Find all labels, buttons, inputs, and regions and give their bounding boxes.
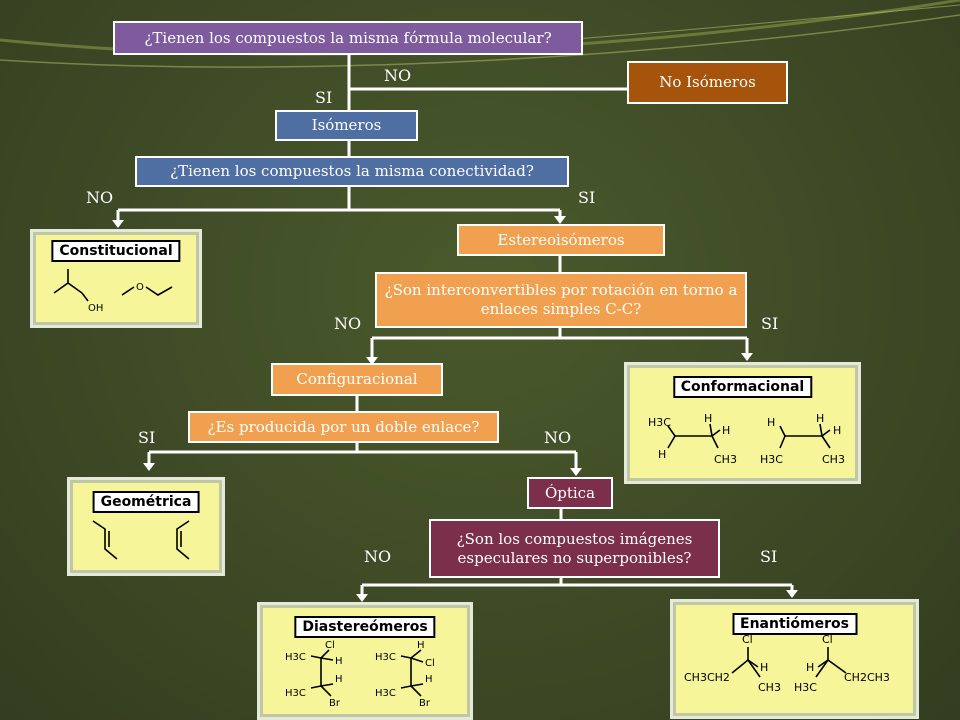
- atom-label: CH3CH2: [684, 671, 730, 684]
- node-no-isomeros: No Isómeros: [627, 61, 788, 104]
- branch-label-no: NO: [364, 547, 392, 566]
- atom-label: H: [760, 661, 768, 674]
- panel-title: Enantiómeros: [732, 613, 857, 635]
- node-imagenes-especulares: ¿Son los compuestos imágenes especulares…: [429, 519, 720, 578]
- atom-label: H3C: [760, 453, 783, 466]
- atom-label: H3C: [285, 688, 306, 699]
- node-isomeros: Isómeros: [275, 110, 418, 141]
- panel-diastereomeros: Diastereómeros Cl H3C H H3C H Br H H: [257, 602, 473, 720]
- atom-label: H: [806, 661, 814, 674]
- panel-title: Constitucional: [51, 240, 181, 262]
- branch-label-no: NO: [544, 428, 572, 447]
- atom-label: H3C: [375, 652, 396, 663]
- panel-title: Conformacional: [672, 376, 813, 398]
- panel-constitucional: Constitucional OH O: [30, 229, 202, 328]
- branch-label-si: SI: [760, 547, 778, 566]
- atom-label: H: [722, 424, 730, 437]
- branch-label-si: SI: [315, 88, 333, 107]
- panel-title: Diastereómeros: [294, 616, 436, 638]
- atom-label: Cl: [742, 633, 753, 646]
- atom-label: H: [425, 674, 433, 685]
- atom-label: H: [335, 656, 343, 667]
- node-estereoisomeros: Estereoisómeros: [457, 224, 665, 256]
- constitucional-structures: OH O: [53, 269, 173, 314]
- atom-label: CH3: [822, 453, 845, 466]
- atom-label: Br: [419, 698, 431, 709]
- branch-label-si: SI: [761, 314, 779, 333]
- panel-geometrica: Geométrica: [67, 477, 225, 576]
- atom-label: Cl: [325, 640, 335, 651]
- atom-label: OH: [88, 303, 103, 314]
- atom-label: H: [417, 640, 425, 651]
- atom-label: H: [335, 674, 343, 685]
- atom-label: H3C: [285, 652, 306, 663]
- atom-label: CH3: [714, 453, 737, 466]
- atom-label: H3C: [794, 681, 817, 694]
- atom-label: H: [704, 412, 712, 425]
- atom-label: CH2CH3: [844, 671, 890, 684]
- branch-label-no: NO: [384, 66, 412, 85]
- node-misma-formula: ¿Tienen los compuestos la misma fórmula …: [113, 21, 583, 55]
- node-misma-conectividad: ¿Tienen los compuestos la misma conectiv…: [135, 156, 569, 187]
- node-doble-enlace: ¿Es producida por un doble enlace?: [188, 411, 499, 443]
- branch-label-si: SI: [578, 188, 596, 207]
- atom-label: O: [136, 282, 144, 293]
- node-interconvertibles-rotacion: ¿Son interconvertibles por rotación en t…: [375, 272, 747, 328]
- atom-label: Cl: [425, 658, 435, 669]
- atom-label: H: [767, 416, 775, 429]
- branch-label-no: NO: [86, 188, 114, 207]
- node-configuracional: Configuracional: [271, 363, 443, 396]
- panel-conformacional: Conformacional H3C H H H CH3 H H H H3C: [624, 362, 861, 484]
- geometrica-structures: [92, 520, 190, 560]
- panel-enantiomeros: Enantiómeros Cl Cl CH3CH2 H CH3 H3C H CH…: [670, 599, 919, 719]
- conformacional-structures: H3C H H H CH3 H H H H3C CH3: [648, 412, 845, 466]
- atom-label: Br: [329, 698, 341, 709]
- atom-label: H3C: [375, 688, 396, 699]
- branch-label-no: NO: [334, 314, 362, 333]
- diastereomeros-structures: Cl H3C H H3C H Br H H3C Cl H3C H Br: [285, 640, 435, 709]
- node-optica: Óptica: [527, 477, 613, 509]
- panel-title: Geométrica: [92, 491, 200, 513]
- atom-label: CH3: [758, 681, 781, 694]
- atom-label: H3C: [648, 416, 671, 429]
- atom-label: H: [658, 448, 666, 461]
- atom-label: Cl: [822, 633, 833, 646]
- atom-label: H: [816, 412, 824, 425]
- branch-label-si: SI: [138, 428, 156, 447]
- enantiomeros-structures: Cl Cl CH3CH2 H CH3 H3C H CH2CH3: [684, 633, 890, 694]
- atom-label: H: [833, 424, 841, 437]
